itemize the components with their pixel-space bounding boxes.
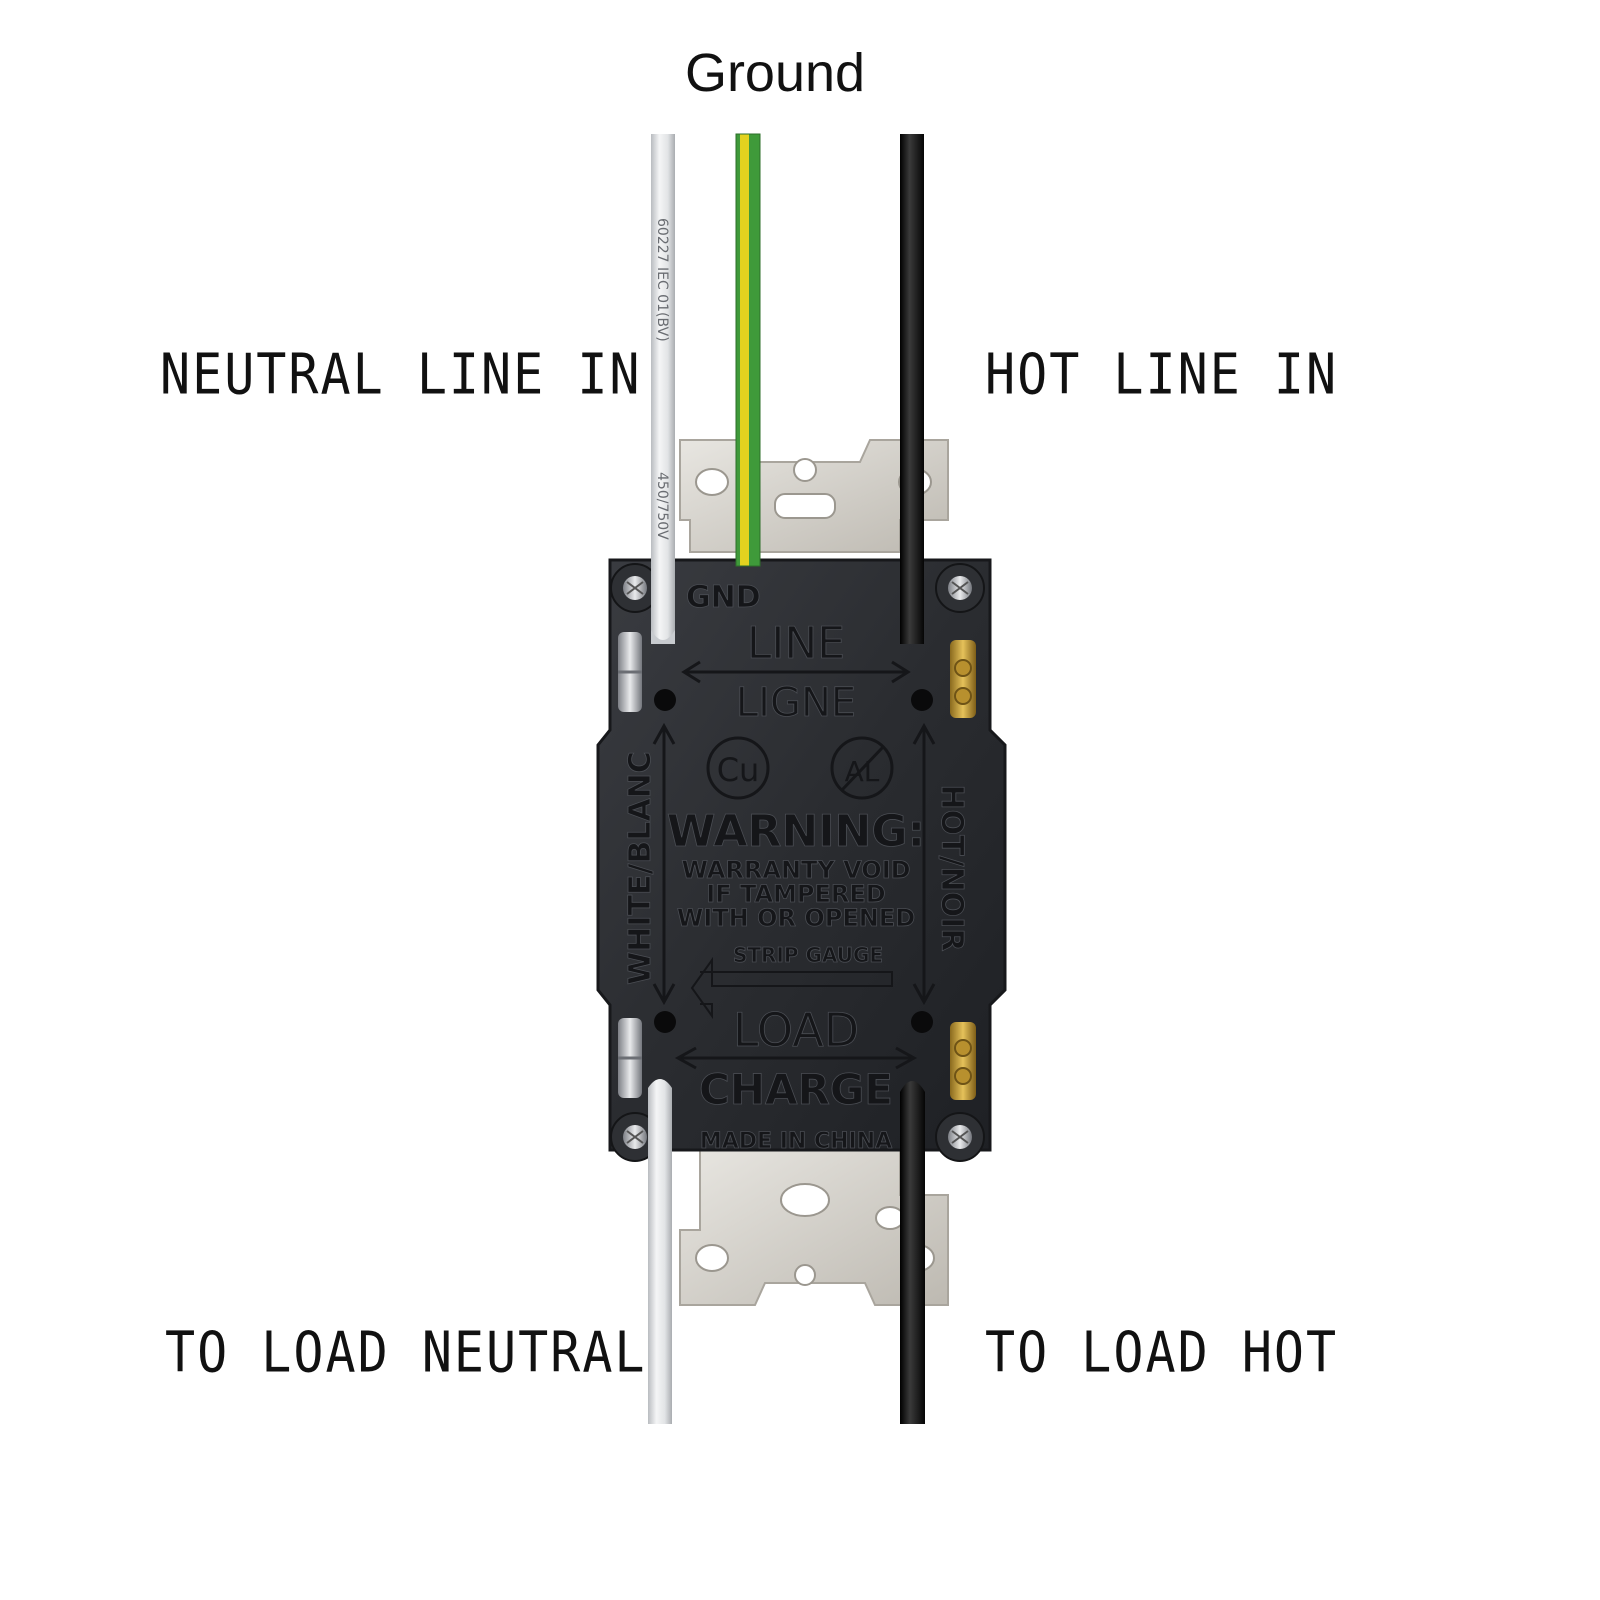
neutral-line-wire: 60227 IEC 01(BV) 450/750V — [651, 134, 675, 644]
neutral-load-wire — [648, 1079, 672, 1424]
charge-label: CHARGE — [699, 1065, 893, 1114]
bottom-mounting-strap — [679, 1149, 949, 1306]
hot-terminal-screw-load — [950, 1022, 976, 1100]
neutral-wire-print-2: 450/750V — [654, 472, 670, 540]
warning-line-2: IF TAMPERED — [706, 880, 885, 908]
cu-mark: Cu — [706, 736, 770, 800]
al-prohibited-mark: AL — [830, 736, 894, 800]
hot-line-wire — [900, 134, 924, 644]
line-double-arrow — [681, 660, 911, 684]
ground-wire — [735, 133, 761, 567]
to-load-neutral-label: TO LOAD NEUTRAL — [165, 1320, 647, 1385]
corner-screw-top-left — [623, 576, 647, 600]
strip-gauge-label: STRIP GAUGE — [733, 943, 883, 967]
warning-title: WARNING: — [667, 806, 925, 857]
svg-text:Cu: Cu — [717, 751, 760, 789]
ground-label: Ground — [684, 43, 866, 103]
ligne-label: LIGNE — [736, 680, 856, 726]
neutral-wire-print-1: 60227 IEC 01(BV) — [654, 218, 670, 342]
line-label: LINE — [747, 618, 845, 669]
corner-screw-top-right — [948, 576, 972, 600]
hot-terminal-screw-line — [950, 640, 976, 718]
hot-noir-label: HOT/NOIR — [934, 785, 969, 952]
load-double-arrow — [674, 1046, 918, 1070]
to-load-hot-label: TO LOAD HOT — [985, 1320, 1339, 1385]
neutral-terminal-screw-line — [618, 632, 642, 712]
neutral-line-in-label: NEUTRAL LINE IN — [160, 342, 642, 407]
gfci-device-body — [596, 558, 1007, 1162]
hot-side-arrow — [912, 722, 936, 1006]
white-blanc-label: WHITE/BLANC — [623, 751, 658, 985]
warning-line-1: WARRANTY VOID — [681, 856, 910, 884]
hot-line-in-label: HOT LINE IN — [985, 342, 1339, 407]
made-in-label: MADE IN CHINA — [700, 1129, 892, 1154]
corner-screw-bottom-left — [623, 1125, 647, 1149]
load-label: LOAD — [733, 1003, 859, 1057]
strip-gauge-arrow — [690, 956, 893, 1020]
neutral-terminal-screw-load — [618, 1018, 642, 1098]
white-side-arrow — [652, 722, 676, 1006]
gnd-label: GND — [686, 580, 761, 615]
hot-load-wire — [900, 1081, 925, 1424]
warning-line-3: WITH OR OPENED — [677, 904, 915, 932]
corner-screw-bottom-right — [948, 1125, 972, 1149]
